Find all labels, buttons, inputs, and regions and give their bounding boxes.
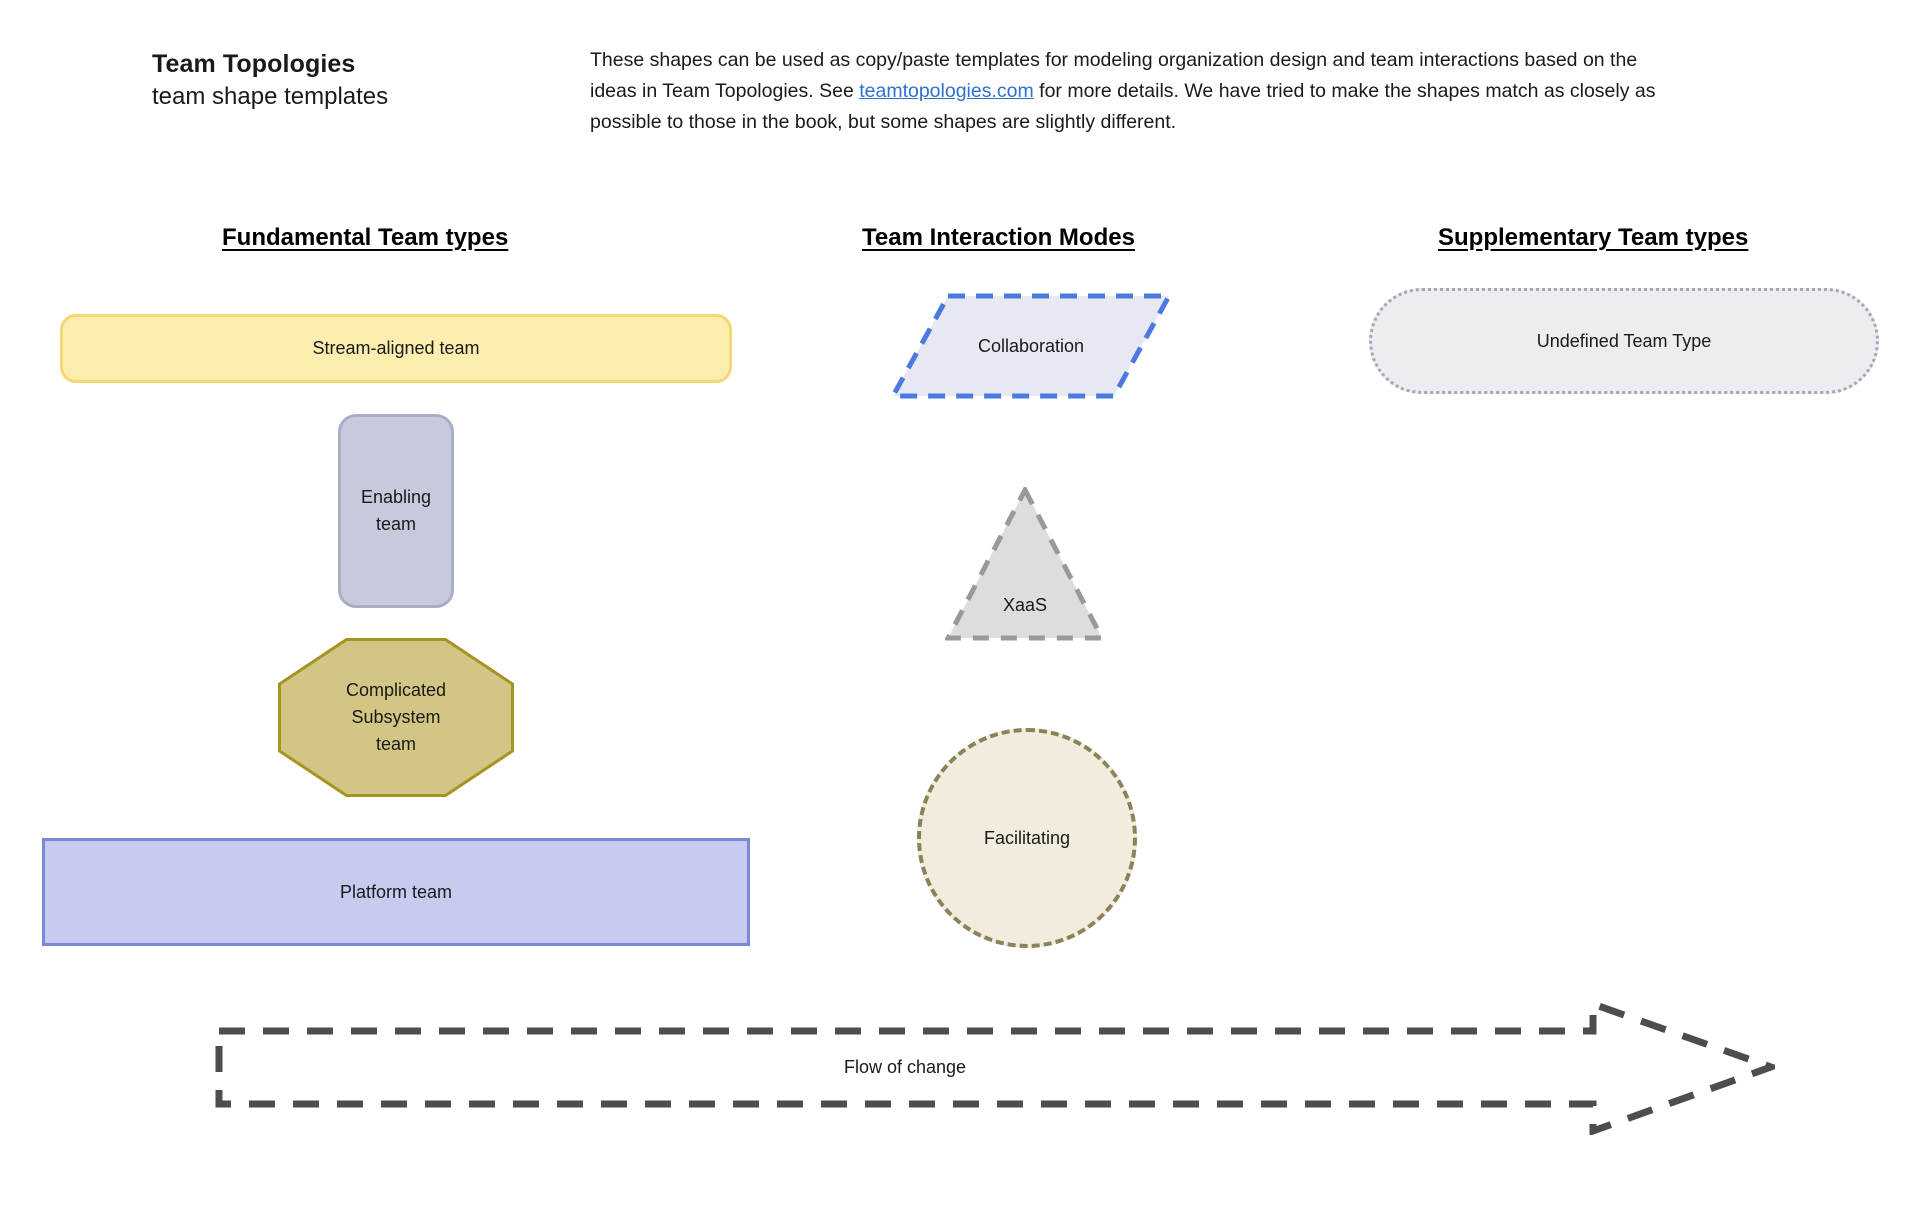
- shape-label-facilitating: Facilitating: [983, 827, 1071, 848]
- shape-platform-team[interactable]: Platform team: [42, 838, 750, 946]
- shape-collaboration[interactable]: Collaboration: [888, 293, 1174, 399]
- shape-undefined-team-type[interactable]: Undefined Team Type: [1369, 288, 1879, 394]
- triangle-icon: [943, 484, 1107, 641]
- page-title: Team Topologies team shape templates: [152, 48, 532, 114]
- column-heading-supplementary: Supplementary Team types: [1438, 224, 1749, 251]
- shape-complicated-subsystem-team[interactable]: Complicated Subsystem team: [278, 638, 514, 797]
- shape-label-enabling-team: Enabling team: [360, 487, 432, 534]
- shape-flow-of-change[interactable]: Flow of change: [215, 1000, 1775, 1135]
- column-heading-interaction-modes: Team Interaction Modes: [862, 224, 1135, 251]
- shape-label-wrap-xaas: XaaS: [945, 592, 1105, 619]
- shape-label-platform-team: Platform team: [339, 881, 453, 902]
- page-description: These shapes can be used as copy/paste t…: [590, 45, 1680, 138]
- shape-label-collaboration: Collaboration: [977, 335, 1085, 356]
- shape-label-stream-aligned-team: Stream-aligned team: [312, 338, 480, 358]
- page-title-sub: team shape templates: [152, 83, 389, 110]
- shape-label-complicated-subsystem-team: Complicated Subsystem team: [345, 680, 447, 754]
- shape-label-xaas: XaaS: [1002, 595, 1048, 615]
- shape-xaas[interactable]: XaaS: [943, 484, 1107, 641]
- description-text-part1: These shapes can be used as copy/paste t…: [590, 49, 1638, 102]
- shape-facilitating[interactable]: Facilitating: [917, 728, 1137, 948]
- page-title-main: Team Topologies: [152, 50, 356, 78]
- teamtopologies-link[interactable]: teamtopologies.com: [859, 80, 1034, 102]
- description-text-part2: for more details. We have tried to make …: [590, 80, 1656, 133]
- arrow-right-icon: [215, 1000, 1775, 1135]
- shape-label-undefined-team-type: Undefined Team Type: [1536, 330, 1712, 351]
- shape-label-wrap-complicated-subsystem: Complicated Subsystem team: [278, 638, 514, 797]
- octagon-icon: [278, 638, 514, 797]
- shape-label-wrap-collaboration: Collaboration: [890, 293, 1172, 399]
- shape-enabling-team[interactable]: Enabling team: [338, 414, 454, 608]
- shape-label-wrap-flow-of-change: Flow of change: [215, 1000, 1595, 1135]
- shape-stream-aligned-team[interactable]: Stream-aligned team: [60, 314, 732, 383]
- shape-label-flow-of-change: Flow of change: [843, 1057, 967, 1077]
- parallelogram-icon: [888, 293, 1174, 399]
- column-heading-fundamental: Fundamental Team types: [222, 224, 509, 251]
